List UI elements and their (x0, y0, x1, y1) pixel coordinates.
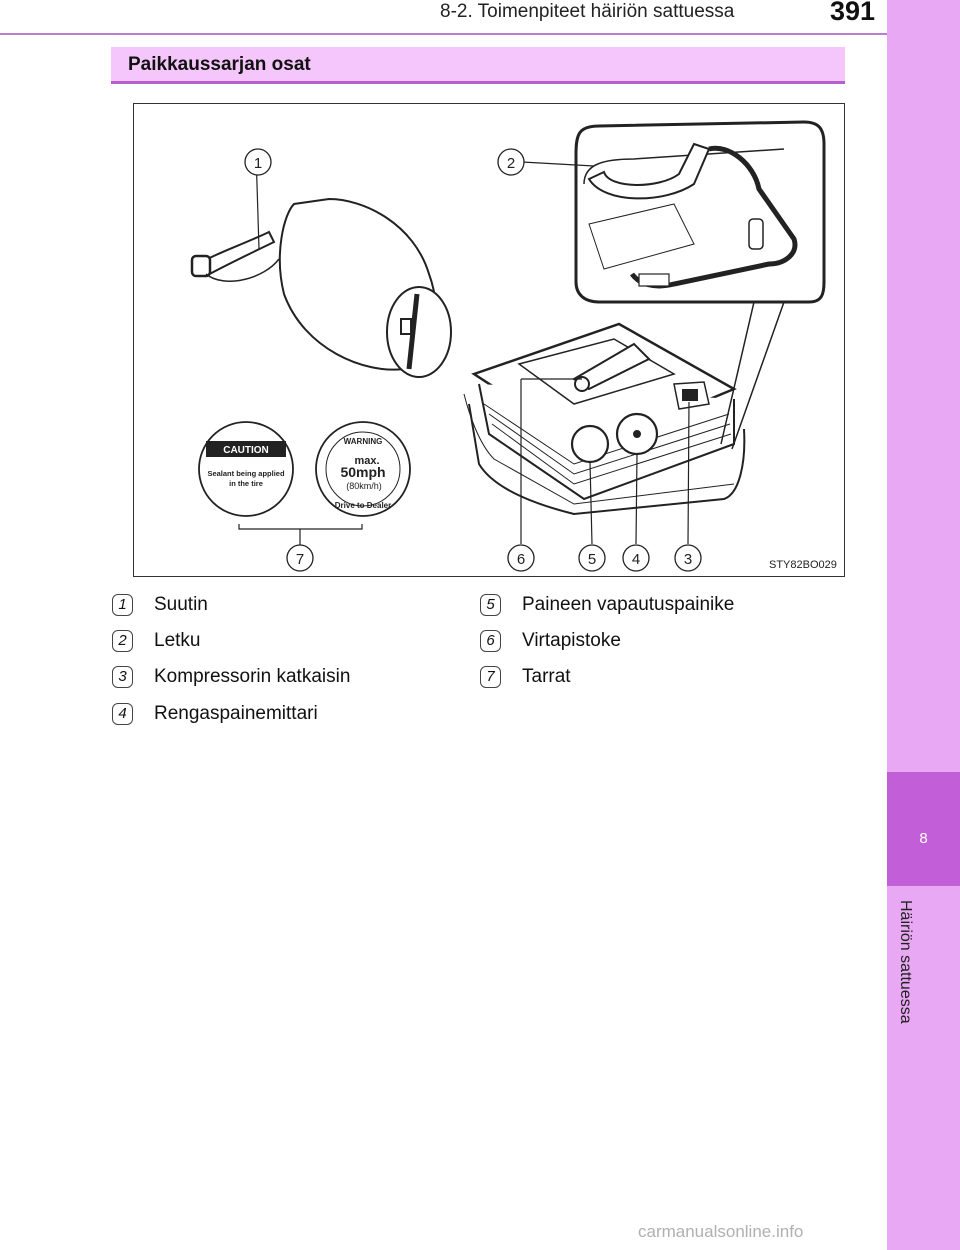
callout-leaders (238, 161, 690, 546)
detail-inset-drawing (574, 120, 826, 450)
svg-text:4: 4 (632, 551, 640, 568)
part-label: Virtapistoke (522, 630, 621, 651)
page-number: 391 (830, 0, 876, 26)
svg-text:5: 5 (588, 551, 596, 568)
svg-text:2: 2 (507, 155, 515, 172)
figure-code: STY82BO029 (769, 559, 837, 571)
warning-sticker: WARNING max. 50mph (80km/h) Drive to Dea… (315, 421, 411, 517)
callout-5: 5 (578, 544, 606, 572)
sealant-bottle-drawing (190, 151, 452, 378)
chapter-number: 8 (919, 830, 928, 847)
callout-7: 7 (286, 544, 314, 572)
part-label: Paineen vapautuspainike (522, 594, 735, 615)
section-heading-bar: Paikkaussarjan osat (111, 47, 845, 84)
header-divider (0, 33, 888, 35)
callout-markers: 1 2 3 4 5 6 7 (244, 148, 702, 572)
chapter-side-tab (887, 0, 960, 1250)
callout-2: 2 (497, 148, 525, 176)
section-title: 8-2. Toimenpiteet häiriön sattuessa (440, 1, 735, 22)
caution-line-1: Sealant being applied (207, 469, 285, 478)
part-number-badge: 4 (112, 703, 133, 725)
caution-title: CAUTION (223, 445, 269, 456)
warning-title: WARNING (344, 437, 383, 446)
part-number-badge: 6 (480, 630, 501, 652)
watermark[interactable]: carmanualsonline.info (638, 1222, 804, 1241)
part-number-badge: 7 (480, 666, 501, 688)
svg-text:3: 3 (684, 551, 692, 568)
part-label: Tarrat (522, 666, 571, 687)
warning-arc-text: Drive to Dealer (335, 501, 391, 510)
chapter-title: Häiriön sattuessa (897, 900, 914, 1024)
part-number-badge: 3 (112, 666, 133, 688)
svg-text:7: 7 (296, 551, 304, 568)
part-number-badge: 5 (480, 594, 501, 616)
svg-text:1: 1 (254, 155, 262, 172)
callout-3: 3 (674, 544, 702, 572)
part-number-badge: 2 (112, 630, 133, 652)
caution-line-2: in the tire (229, 479, 263, 488)
repair-kit-figure: CAUTION Sealant being applied in the tir… (133, 103, 845, 577)
part-label: Kompressorin katkaisin (154, 666, 351, 687)
callout-6: 6 (507, 544, 535, 572)
compressor-drawing (463, 322, 746, 516)
section-heading: Paikkaussarjan osat (128, 54, 311, 75)
part-label: Rengaspainemittari (154, 703, 318, 724)
repair-kit-illustration: CAUTION Sealant being applied in the tir… (190, 120, 826, 572)
warning-max: max. (354, 455, 379, 467)
caution-sticker: CAUTION Sealant being applied in the tir… (198, 421, 294, 517)
warning-speed: 50mph (340, 464, 385, 480)
chapter-number-box (887, 772, 960, 886)
part-label: Letku (154, 630, 201, 651)
callout-4: 4 (622, 544, 650, 572)
part-label: Suutin (154, 594, 208, 615)
svg-text:6: 6 (517, 551, 525, 568)
warning-speed-kmh: (80km/h) (346, 481, 382, 491)
part-number-badge: 1 (112, 594, 133, 616)
callout-1: 1 (244, 148, 272, 176)
